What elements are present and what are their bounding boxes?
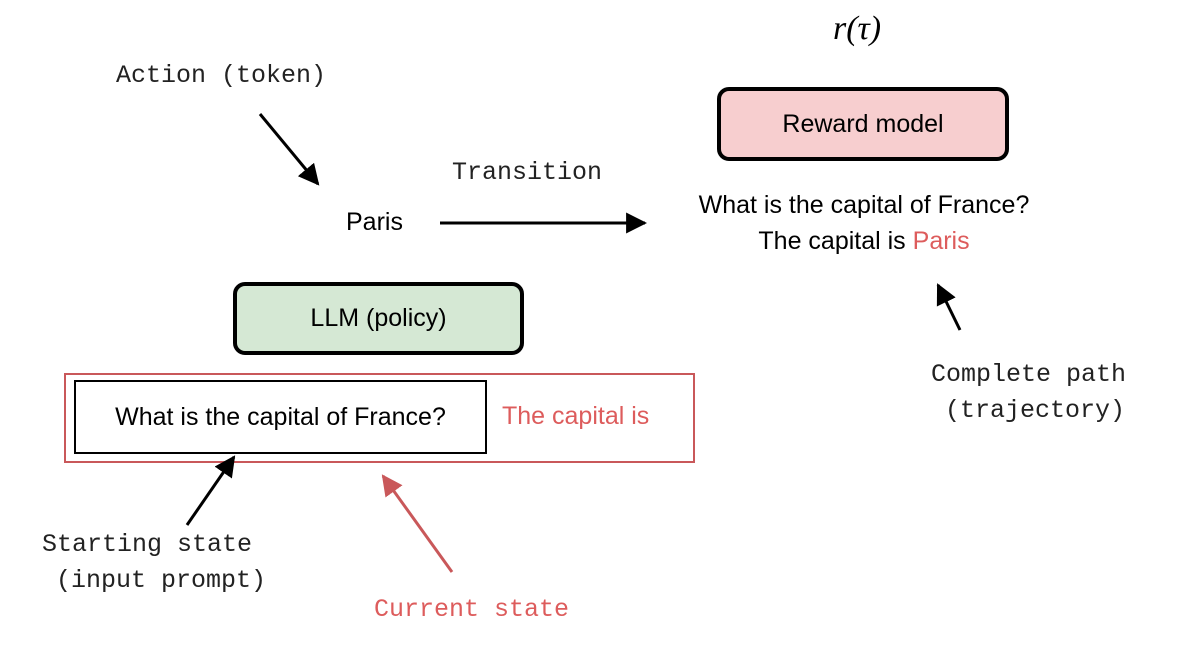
action-label: Action (token) (116, 61, 327, 90)
action-arrow (258, 113, 320, 186)
trajectory-label: (trajectory) (945, 396, 1126, 425)
reward-model-label: Reward model (782, 109, 944, 138)
reward-function-label: r(τ) (833, 10, 882, 47)
llm-policy-label: LLM (policy) (310, 304, 447, 332)
action-token: Paris (346, 208, 403, 236)
starting-state-label: Starting state (42, 530, 253, 559)
starting-state-prompt: What is the capital of France? (115, 402, 446, 431)
trajectory-answer: The capital is Paris (664, 229, 1064, 254)
starting-state-arrow (185, 455, 236, 526)
current-state-label: Current state (374, 595, 570, 624)
current-state-frame (64, 373, 695, 463)
trajectory-answer-prefix: The capital is (758, 227, 906, 255)
complete-path-label: Complete path (931, 360, 1127, 389)
trajectory-question: What is the capital of France? (698, 191, 1030, 219)
trajectory-answer-token: Paris (912, 227, 970, 255)
current-state-arrow (381, 474, 454, 573)
input-prompt-label: (input prompt) (56, 566, 267, 595)
transition-label: Transition (452, 158, 603, 187)
llm-policy-box: LLM (policy) (233, 282, 524, 355)
starting-state-box: What is the capital of France? (74, 380, 487, 454)
complete-path-arrow (936, 283, 962, 331)
generated-text: The capital is (502, 402, 650, 430)
reward-model-box: Reward model (717, 87, 1009, 161)
